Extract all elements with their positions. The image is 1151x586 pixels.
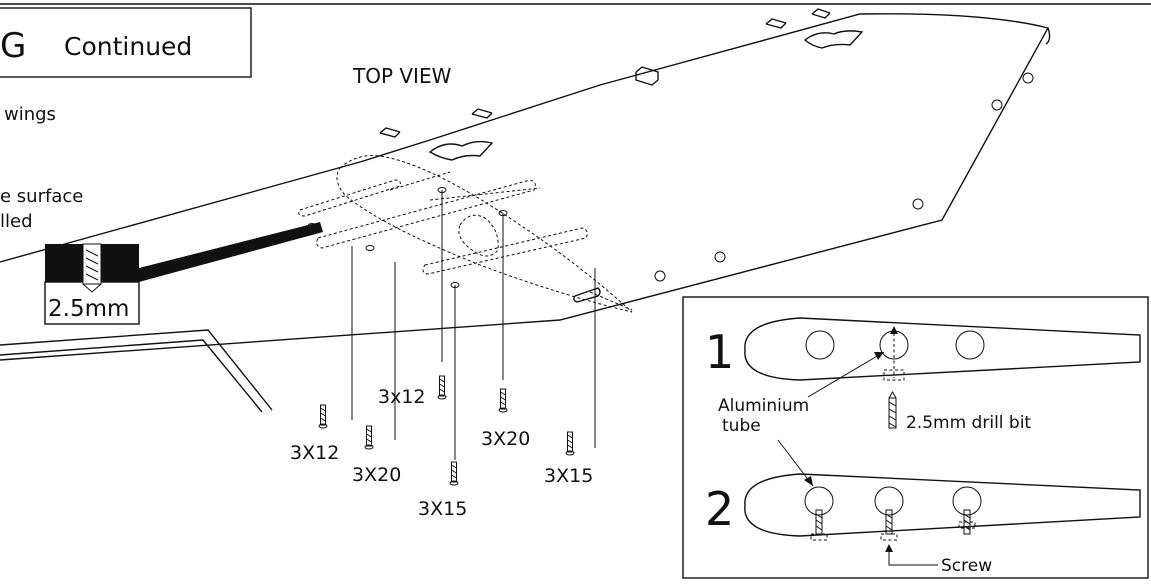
wing-hole	[654, 270, 666, 282]
screw-icon	[958, 509, 976, 535]
screw-label-3x15: 3X15	[418, 498, 467, 520]
screw-icon	[810, 509, 828, 541]
screw-icon	[449, 461, 459, 486]
screw-leader-lines	[351, 190, 596, 460]
tube-label-line2: tube	[722, 416, 761, 436]
screw-label-3x20: 3X20	[352, 464, 401, 486]
screw-label: Screw	[941, 556, 992, 576]
drill-bit-label: 2.5mm drill bit	[906, 413, 1031, 433]
inset-step-2: 2	[705, 482, 734, 536]
wing-top-view	[0, 8, 1051, 413]
section-letter: G	[0, 26, 26, 66]
screw-icon	[565, 431, 575, 456]
screw-icon	[880, 509, 898, 541]
screw-icon	[318, 404, 328, 429]
screw-icon	[498, 388, 508, 413]
tube-label-line1: Aluminium	[718, 396, 809, 416]
wing-hole	[912, 198, 924, 210]
drill-size-label: 2.5mm	[48, 296, 129, 322]
inset-detail-box: 1 2 2.5mm drill bit Aluminium tube	[682, 296, 1149, 579]
screw-label-3x15-b: 3X15	[544, 465, 593, 487]
drill-size-callout: 2.5mm	[44, 222, 323, 325]
drill-bit-icon	[888, 391, 897, 429]
section-header-box: G Continued	[0, 7, 252, 78]
inset-step-1: 1	[705, 325, 734, 379]
airfoil-section-1	[744, 317, 1141, 381]
note-line-3: lled	[0, 211, 33, 232]
view-title: TOP VIEW	[352, 64, 452, 88]
drill-callout-pointer	[139, 222, 323, 282]
screw-icon	[364, 425, 374, 450]
wing-hole	[1022, 72, 1034, 84]
screw-label-3x12: 3X12	[290, 442, 339, 464]
screw-label-3x20-b: 3X20	[481, 428, 530, 450]
screw-label-3x12-b: 3x12	[378, 386, 426, 408]
section-continued-label: Continued	[64, 32, 192, 61]
screw-icon	[437, 375, 447, 400]
note-line-1: wings	[4, 104, 56, 125]
airfoil-section-2	[744, 473, 1141, 537]
screw-set	[318, 375, 575, 486]
note-line-2: e surface	[0, 186, 83, 207]
wing-hole	[714, 251, 726, 263]
wing-hole	[991, 99, 1003, 111]
